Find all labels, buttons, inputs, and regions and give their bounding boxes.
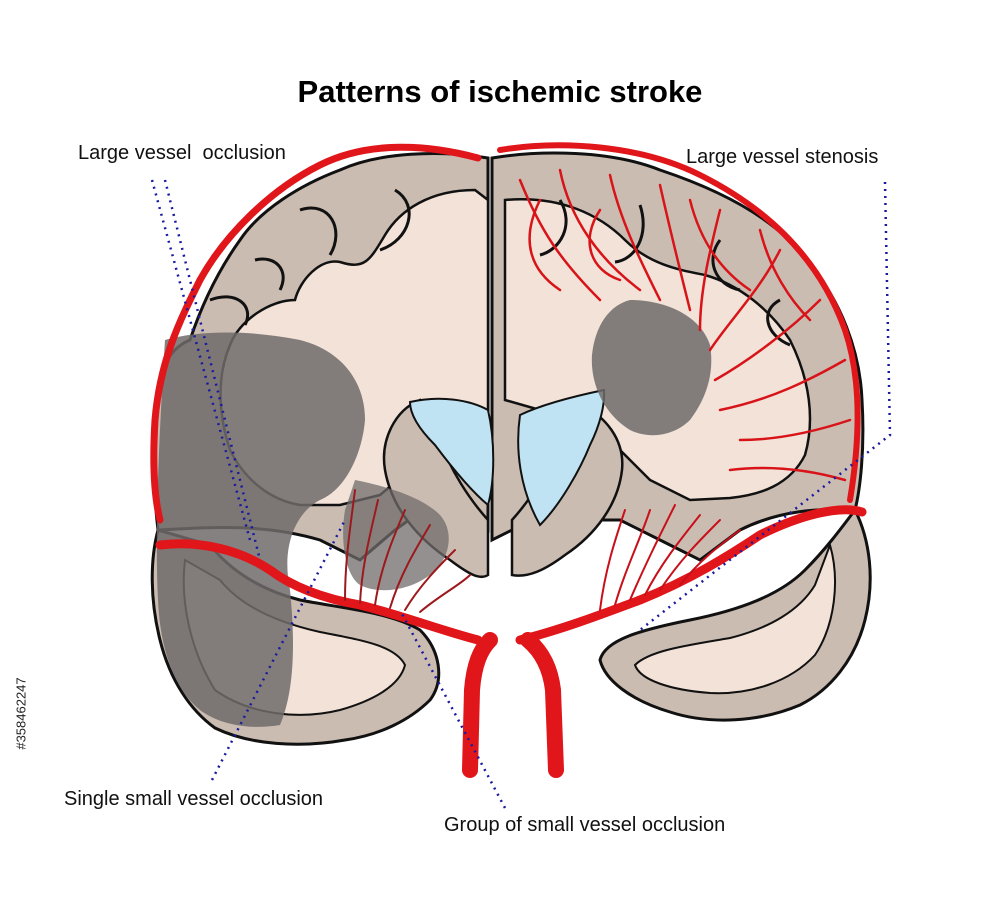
left-cortical-artery bbox=[150, 143, 482, 524]
right-hemisphere-branches bbox=[518, 168, 852, 482]
left-lateral-ventricle bbox=[408, 397, 495, 507]
left-lenticulostriate-branches bbox=[344, 489, 471, 613]
left-middle-cerebral-artery bbox=[155, 539, 483, 645]
leader-lines bbox=[150, 179, 892, 809]
right-lateral-ventricle bbox=[517, 388, 606, 527]
left-sulci bbox=[209, 188, 411, 326]
right-internal-carotid bbox=[520, 632, 564, 778]
leader-group-small-vessel bbox=[398, 609, 507, 809]
label-group-small-vessel-occlusion: Group of small vessel occlusion bbox=[444, 814, 726, 836]
label-single-small-vessel-occlusion: Single small vessel occlusion bbox=[64, 788, 324, 810]
right-sulci bbox=[539, 199, 791, 347]
right-temporal-white bbox=[633, 541, 836, 695]
leader-large-vessel-stenosis bbox=[639, 181, 892, 631]
left-caudate bbox=[382, 398, 490, 579]
group-small-vessel-infarct bbox=[343, 480, 449, 591]
label-large-vessel-stenosis: Large vessel stenosis bbox=[686, 146, 879, 168]
vessel-network bbox=[150, 142, 867, 778]
stock-image-id: #358462247 bbox=[13, 677, 29, 750]
large-vessel-stenosis-infarct bbox=[591, 300, 712, 436]
right-lenticulostriate-branches bbox=[599, 504, 741, 611]
diagram-title: Patterns of ischemic stroke bbox=[297, 74, 703, 109]
right-cortical-artery bbox=[497, 142, 861, 503]
left-internal-carotid bbox=[462, 632, 498, 778]
large-vessel-occlusion-infarct bbox=[156, 332, 365, 727]
right-middle-cerebral-artery bbox=[515, 505, 867, 645]
label-large-vessel-occlusion: Large vessel occlusion bbox=[78, 142, 286, 164]
